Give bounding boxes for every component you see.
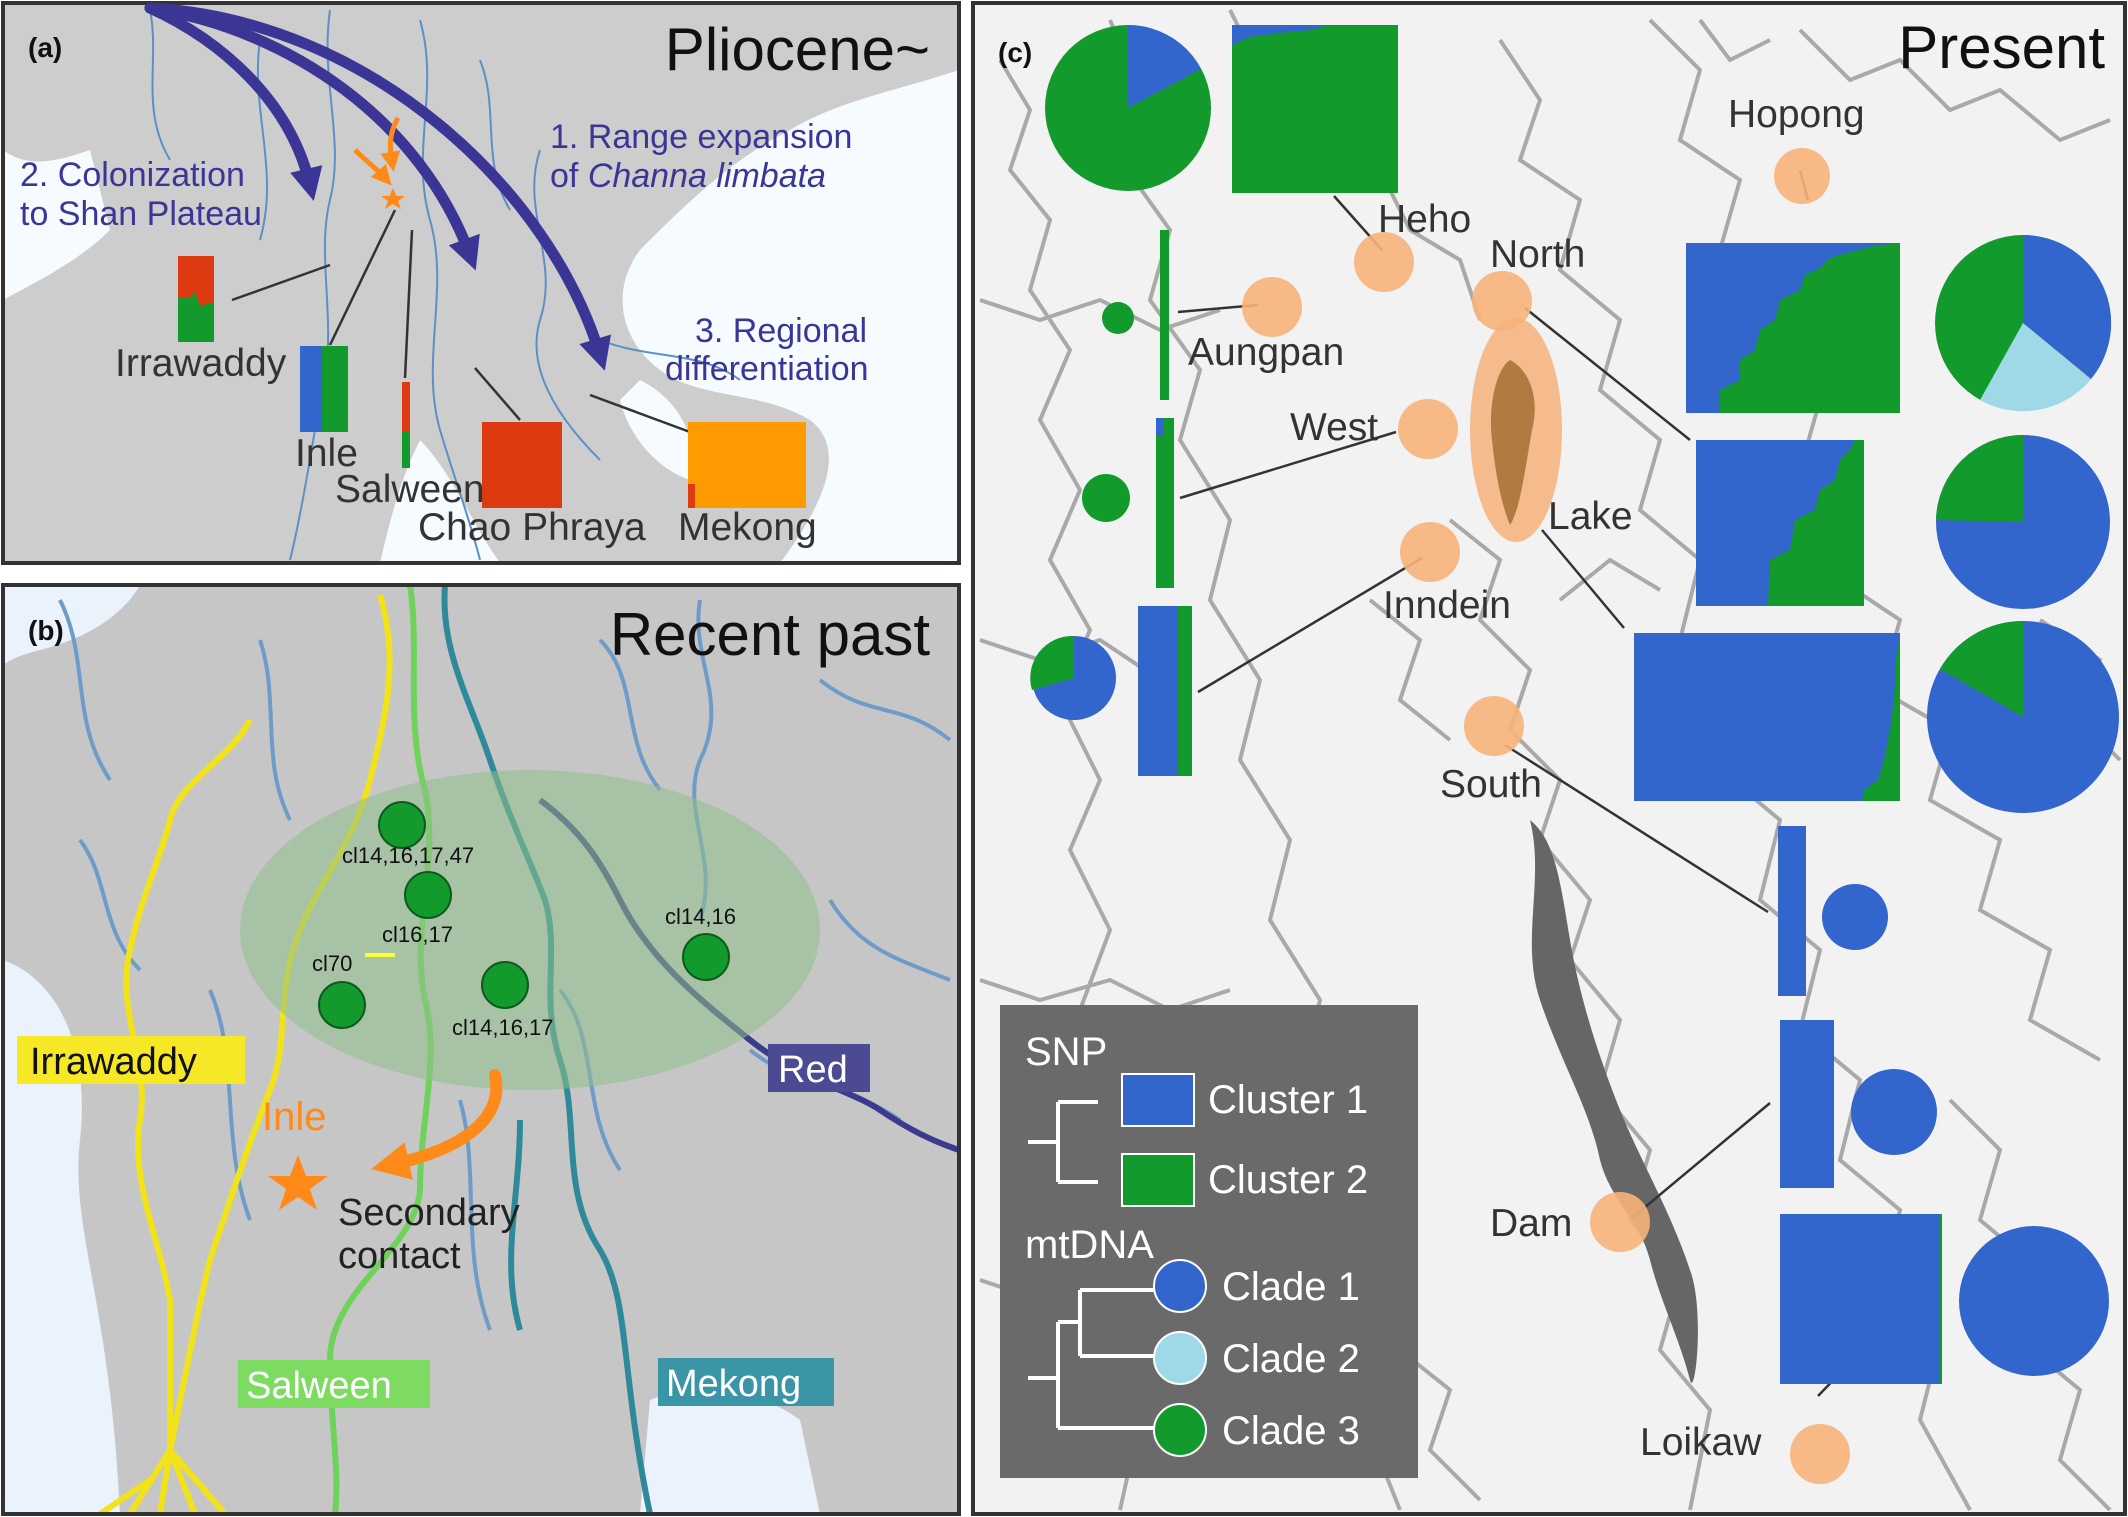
population-labels: Irrawaddy Inle Salween Chao Phraya Mekon… [115,342,817,549]
process-1-text: 1. Range expansion of Channa limbata [550,118,852,195]
structure-irrawaddy [178,256,214,342]
svg-text:cl70: cl70 [312,951,352,976]
lake-inle-label: Inle [262,1095,327,1139]
panel-b: (b) Recent past cl14,16,17,47 cl16,17 cl… [1,583,961,1516]
range-expansion-arrows [144,2,611,371]
svg-text:Hopong: Hopong [1728,93,1865,136]
river-label-red: Red [768,1044,870,1092]
sample-labels: cl14,16,17,47 cl16,17 cl70 cl14,16,17 cl… [312,843,736,1040]
panel-a-label: (a) [28,32,62,63]
panel-c: (c) Present Ho [971,1,2127,1516]
svg-text:Lake: Lake [1548,495,1633,538]
structure-dam-1 [1778,826,1806,996]
svg-text:1. Range expansion: 1. Range expansion [550,118,852,156]
svg-text:West: West [1290,406,1378,449]
svg-text:Heho: Heho [1378,198,1471,241]
structure-north [1686,243,1900,413]
svg-text:Dam: Dam [1490,1202,1572,1245]
svg-text:South: South [1440,763,1542,806]
structure-loikaw [1780,1214,1942,1384]
pie-west [1082,474,1130,522]
svg-text:to Shan Plateau: to Shan Plateau [20,195,262,233]
structure-chao-phraya [482,422,562,508]
legend-clade-1: Clade 1 [1222,1265,1360,1309]
svg-text:Inndein: Inndein [1383,584,1511,627]
river-irrawaddy-line [98,594,393,1514]
structure-dam-2 [1780,1020,1834,1188]
secondary-contact-label: Secondary contact [338,1192,520,1277]
river-label-mekong: Mekong [658,1358,834,1406]
legend-clade-2: Clade 2 [1222,1337,1360,1381]
structure-mekong [688,422,806,508]
panel-c-title: Present [1898,14,2105,81]
panel-c-leaders [1177,169,1846,1397]
svg-text:cl14,16,17,47: cl14,16,17,47 [342,843,474,868]
legend-cluster-2: Cluster 2 [1208,1158,1368,1202]
inle-star-icon [381,188,405,209]
process-2-text: 2. Colonization to Shan Plateau [20,156,262,233]
svg-text:Mekong: Mekong [666,1363,801,1405]
colonization-arrows [353,116,401,186]
svg-text:2. Colonization: 2. Colonization [20,156,245,194]
river-label-irrawaddy: Irrawaddy [17,1036,245,1084]
svg-text:of Channa limbata: of Channa limbata [550,157,826,195]
panel-c-label: (c) [998,37,1032,68]
pie-inndein [1030,635,1116,720]
pie-south [1927,621,2119,813]
svg-text:Irrawaddy: Irrawaddy [115,342,287,385]
lower-lake-shape [1530,820,1698,1383]
svg-text:differentiation: differentiation [665,350,869,388]
structure-lake [1696,440,1864,606]
svg-text:Chao Phraya: Chao Phraya [418,506,646,549]
structure-aungpan [1160,230,1169,400]
pie-heho [1045,25,1211,191]
pie-loikaw [1959,1226,2109,1376]
structure-south [1634,633,1900,801]
pie-north [1935,234,2112,412]
secondary-contact-zone [240,770,820,1090]
inle-lake-shape [1490,360,1535,525]
pie-aungpan [1102,302,1134,334]
panel-b-title: Recent past [610,601,931,668]
svg-text:Red: Red [778,1049,848,1091]
svg-text:Mekong: Mekong [678,506,817,549]
structure-salween [402,382,410,468]
river-label-salween: Salween [238,1360,430,1408]
svg-text:contact: contact [338,1235,461,1277]
svg-text:Salween: Salween [335,468,485,511]
sample-points [318,801,730,1029]
site-labels: Hopong Heho North Aungpan West Lake Innd… [1188,93,1865,1464]
structure-inle [300,346,348,432]
svg-text:North: North [1490,233,1585,276]
svg-text:Aungpan: Aungpan [1188,331,1344,374]
svg-text:Secondary: Secondary [338,1192,520,1234]
svg-text:cl14,16,17: cl14,16,17 [452,1015,554,1040]
svg-text:cl14,16: cl14,16 [665,904,736,929]
site-markers [1242,148,1850,1484]
panel-a-title: Pliocene~ [665,16,930,83]
legend: SNP Cluster 1 Cluster 2 mtDNA Clade 1 Cl… [1000,1005,1418,1478]
legend-clade-3: Clade 3 [1222,1409,1360,1453]
pie-dam-2 [1851,1069,1937,1155]
structure-inndein [1138,606,1192,776]
panel-b-label: (b) [28,615,64,646]
svg-text:Irrawaddy: Irrawaddy [30,1041,197,1083]
svg-text:Loikaw: Loikaw [1640,1421,1762,1464]
svg-text:3. Regional: 3. Regional [695,312,867,350]
svg-text:Inle: Inle [295,432,358,475]
pie-lake [1936,435,2110,609]
svg-text:cl16,17: cl16,17 [382,922,453,947]
svg-text:Salween: Salween [246,1365,392,1407]
process-3-text: 3. Regional differentiation [665,312,869,388]
panel-a: (a) Pliocene~ 1. Range expansion of Chan… [1,1,961,565]
pie-dam-1 [1822,884,1888,950]
panel-a-leaders [231,209,691,434]
contact-arrow [371,1069,503,1180]
legend-cluster-1: Cluster 1 [1208,1078,1368,1122]
structure-west [1156,418,1174,588]
inle-lake-star-icon [268,1155,328,1210]
legend-snp-title: SNP [1025,1030,1107,1074]
legend-mtdna-title: mtDNA [1025,1223,1154,1267]
structure-heho [1232,25,1398,193]
